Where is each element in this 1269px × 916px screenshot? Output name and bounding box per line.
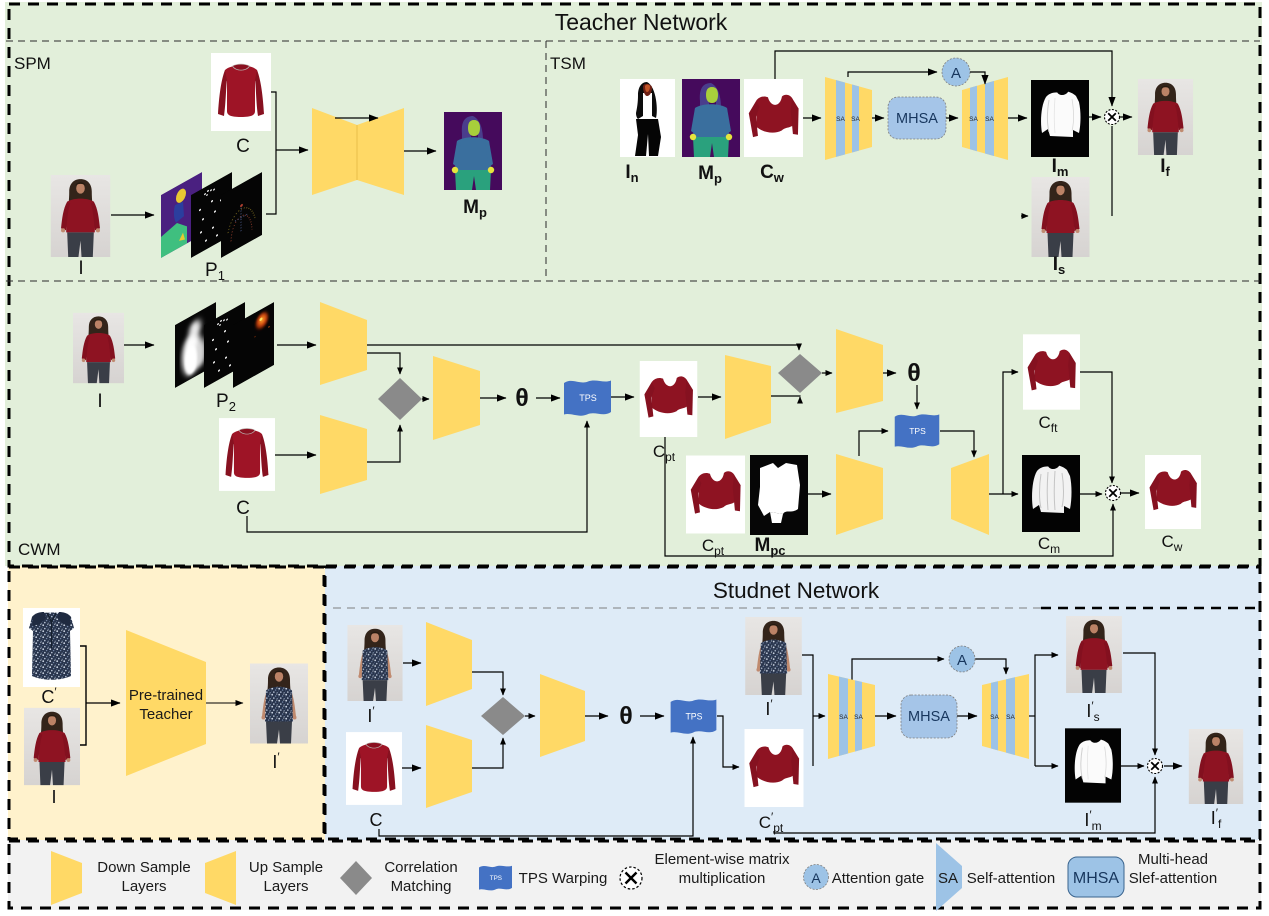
svg-text:SA: SA	[851, 116, 860, 123]
svg-text:θ: θ	[619, 702, 633, 730]
svg-text:I: I	[97, 391, 102, 412]
svg-text:CWM: CWM	[18, 540, 60, 559]
svg-text:Self-attention: Self-attention	[967, 870, 1055, 887]
svg-text:multiplication: multiplication	[679, 870, 766, 887]
svg-text:MHSA: MHSA	[908, 709, 950, 725]
svg-text:I: I	[51, 787, 56, 807]
svg-text:C: C	[236, 136, 250, 157]
svg-text:If: If	[1160, 156, 1170, 179]
svg-text:Slef-attention: Slef-attention	[1129, 870, 1217, 887]
svg-text:I′: I′	[765, 697, 773, 719]
svg-text:SA: SA	[938, 870, 958, 887]
svg-text:C′: C′	[41, 685, 57, 707]
svg-text:SA: SA	[839, 714, 848, 721]
svg-text:θ: θ	[515, 384, 529, 412]
svg-text:Down Sample: Down Sample	[97, 859, 190, 876]
svg-text:Layers: Layers	[263, 878, 308, 895]
svg-text:TPS Warping: TPS Warping	[519, 870, 608, 887]
svg-text:Layers: Layers	[121, 878, 166, 895]
svg-text:Matching: Matching	[391, 878, 452, 895]
svg-text:Element-wise matrix: Element-wise matrix	[654, 851, 790, 868]
svg-text:Pre-trained: Pre-trained	[129, 687, 203, 704]
svg-text:C: C	[236, 498, 250, 519]
svg-text:A: A	[951, 65, 961, 82]
svg-text:Up Sample: Up Sample	[249, 859, 323, 876]
svg-text:I′: I′	[272, 750, 280, 772]
svg-text:I′f: I′f	[1211, 806, 1222, 831]
svg-text:MHSA: MHSA	[896, 111, 938, 127]
svg-text:Correlation: Correlation	[384, 859, 457, 876]
svg-text:SA: SA	[1006, 714, 1015, 721]
svg-text:SA: SA	[836, 116, 845, 123]
svg-text:Teacher: Teacher	[139, 706, 192, 723]
svg-text:MHSA: MHSA	[1073, 870, 1120, 887]
svg-text:C: C	[370, 810, 383, 830]
svg-text:SA: SA	[969, 116, 978, 123]
svg-text:A: A	[957, 652, 967, 669]
svg-text:TSM: TSM	[550, 54, 586, 73]
svg-text:SPM: SPM	[14, 54, 51, 73]
svg-text:Multi-head: Multi-head	[1138, 851, 1208, 868]
svg-text:Studnet Network: Studnet Network	[713, 578, 880, 603]
svg-text:Teacher Network: Teacher Network	[555, 9, 728, 35]
svg-text:SA: SA	[854, 714, 863, 721]
svg-text:θ: θ	[907, 359, 921, 387]
svg-text:A: A	[811, 870, 821, 886]
svg-text:Attention gate: Attention gate	[832, 870, 925, 887]
svg-text:SA: SA	[985, 116, 994, 123]
svg-text:SA: SA	[990, 714, 999, 721]
svg-text:I′: I′	[367, 704, 375, 726]
svg-text:I: I	[78, 258, 83, 279]
